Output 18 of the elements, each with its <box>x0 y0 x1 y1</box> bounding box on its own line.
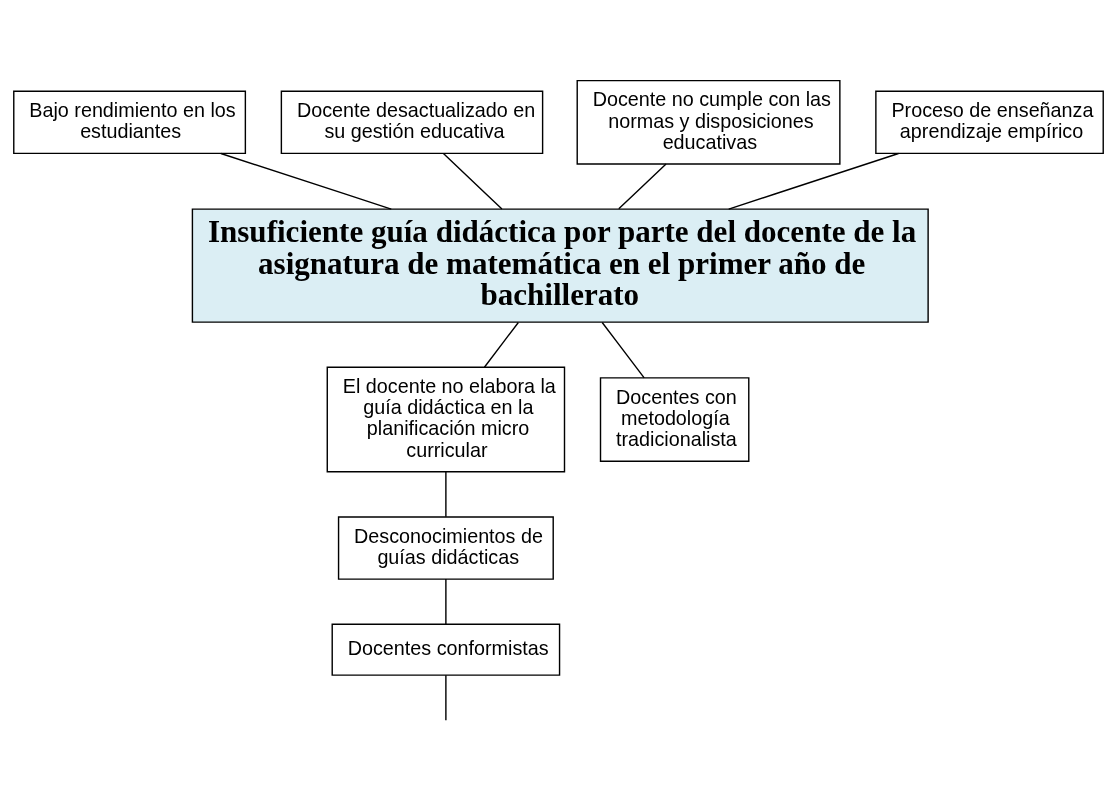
connector <box>220 152 392 210</box>
node-box: Bajo rendimiento en los estudiantes <box>13 90 247 154</box>
connector <box>445 470 447 518</box>
node-box: Desconocimientos de guías didácticas <box>337 515 554 580</box>
connector <box>728 152 900 210</box>
connector <box>445 674 447 721</box>
connector <box>483 321 520 368</box>
connector <box>601 321 645 379</box>
node-box: Insuficiente guía didáctica por parte del docente de la asignatura de matemática en el primer año de bachillerato <box>191 207 929 323</box>
connector <box>618 162 667 209</box>
connector <box>442 152 503 210</box>
node-box: Docentes conformistas <box>331 623 561 676</box>
connector <box>445 577 447 625</box>
node-box: Docente no cumple con las normas y disposiciones educativas <box>576 79 841 165</box>
node-box: Docente desactualizado en su gestión educativa <box>280 90 544 154</box>
node-box: Docentes con metodología tradicionalista <box>599 376 750 462</box>
node-box: El docente no elabora la guía didáctica en la planificación micro curricular <box>326 366 566 472</box>
node-box: Proceso de enseñanza aprendizaje empírico <box>875 90 1104 154</box>
